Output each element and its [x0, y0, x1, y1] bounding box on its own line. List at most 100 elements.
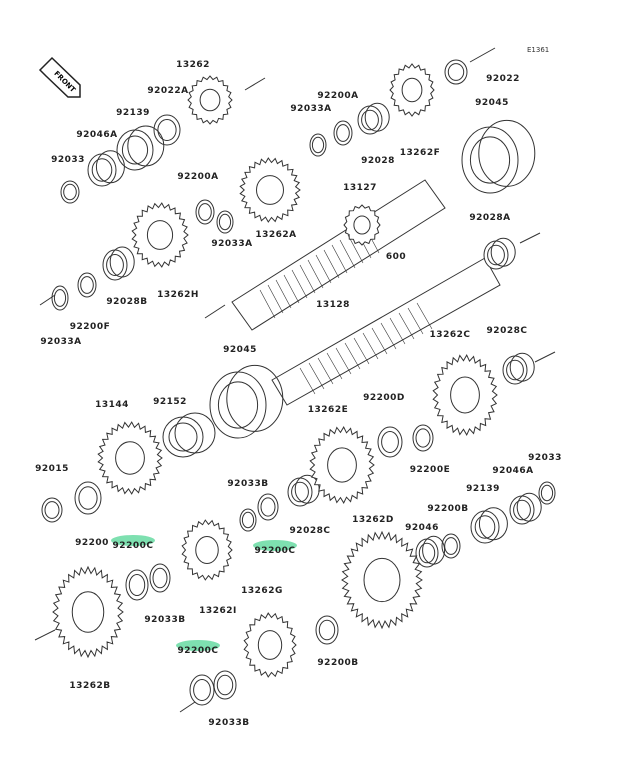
shaft-spline	[347, 234, 364, 264]
gear-bore	[115, 441, 145, 475]
part-label[interactable]: 92028C	[289, 526, 331, 536]
part-label[interactable]: 92046	[405, 523, 439, 533]
part-label[interactable]: 13144	[95, 400, 129, 410]
part-label[interactable]: 92200C	[177, 646, 219, 656]
part-label[interactable]: 92033A	[290, 104, 332, 114]
bearing-edge	[95, 150, 125, 184]
gear	[131, 202, 189, 268]
ring-inner	[152, 567, 168, 589]
ring-inner	[63, 183, 77, 201]
bearing-edge	[422, 535, 446, 565]
part-label[interactable]: 13262B	[69, 681, 111, 691]
part-label[interactable]: 13262E	[307, 405, 349, 415]
part-label[interactable]: 92200F	[69, 322, 111, 332]
part-label[interactable]: 13262A	[255, 230, 297, 240]
sleeve-inner	[474, 515, 496, 539]
bearing-inner	[91, 158, 113, 182]
part-label[interactable]: 13262C	[429, 330, 471, 340]
ring-inner	[216, 674, 234, 696]
part-label[interactable]: 92046A	[492, 466, 534, 476]
axis-arrow	[204, 304, 226, 319]
part-label[interactable]: 92022A	[147, 86, 189, 96]
part-label[interactable]: 13262D	[352, 515, 394, 525]
part-label[interactable]: 92028	[361, 156, 395, 166]
part-label[interactable]: 13262	[176, 60, 210, 70]
part-label[interactable]: 92139	[466, 484, 500, 494]
ring-inner	[381, 431, 399, 453]
shaft-spline	[353, 337, 370, 365]
diagram-code: E1361	[527, 46, 550, 54]
part-label[interactable]: 13262H	[157, 290, 199, 300]
gear-bore	[146, 220, 174, 250]
part-label[interactable]: 92022	[486, 74, 520, 84]
part-label[interactable]: 92033B	[208, 718, 250, 728]
shaft-spline	[335, 347, 352, 375]
gear-bore	[363, 557, 401, 603]
shaft-spline	[331, 244, 348, 274]
shaft-spline	[380, 322, 397, 350]
part-label[interactable]: 13128	[316, 300, 350, 310]
part-label[interactable]: 92015	[35, 464, 69, 474]
part-label[interactable]: 92200D	[363, 393, 405, 403]
part-label[interactable]: 13262F	[399, 148, 441, 158]
part-label[interactable]: 92152	[153, 397, 187, 407]
part-label[interactable]: 92033B	[144, 615, 186, 625]
shaft-spline	[259, 289, 276, 319]
part-label[interactable]: 92045	[475, 98, 509, 108]
highlight-mark	[176, 640, 220, 651]
part-label[interactable]: 92028A	[469, 213, 511, 223]
shaft-spline	[315, 254, 332, 284]
part-label[interactable]: 92045	[223, 345, 257, 355]
part-label[interactable]: 92200B	[427, 504, 469, 514]
ring-inner	[415, 428, 431, 448]
highlight-mark	[253, 540, 297, 551]
ring-inner	[241, 511, 255, 529]
shaft-spline	[398, 312, 415, 340]
part-label[interactable]: 13262G	[241, 586, 283, 596]
ring-inner	[447, 63, 465, 81]
shaft-spline	[389, 317, 406, 345]
bearing-inner	[506, 359, 524, 381]
gear	[343, 204, 381, 246]
shaft-spline	[323, 249, 340, 279]
bearing-edge	[109, 246, 135, 278]
shaft-spline	[407, 307, 424, 335]
part-label[interactable]: 92139	[116, 108, 150, 118]
part-label[interactable]: 92033A	[211, 239, 253, 249]
gear	[389, 63, 435, 117]
gear-bore	[450, 376, 480, 414]
sleeve-edge	[490, 237, 516, 267]
ring-inner	[193, 679, 211, 701]
gear-bore	[71, 591, 105, 633]
part-label[interactable]: 92200B	[317, 658, 359, 668]
part-label[interactable]: 92028C	[486, 326, 528, 336]
gear	[52, 565, 124, 659]
part-label[interactable]: 92200C	[112, 541, 154, 551]
part-label[interactable]: 92200	[75, 538, 109, 548]
part-label[interactable]: 92200A	[317, 91, 359, 101]
bearing-inner	[513, 499, 531, 521]
part-label[interactable]: 92200A	[177, 172, 219, 182]
part-label[interactable]: 92046A	[76, 130, 118, 140]
part-label[interactable]: 13262I	[199, 606, 237, 616]
axis-arrow	[519, 232, 541, 244]
part-label[interactable]: 92028B	[106, 297, 148, 307]
part-label[interactable]: 13127	[343, 183, 377, 193]
part-label[interactable]: 92033A	[40, 337, 82, 347]
sleeve-inner	[361, 109, 379, 131]
part-label[interactable]: 92200C	[254, 546, 296, 556]
sleeve-edge	[364, 102, 390, 132]
nut-inner	[44, 501, 60, 519]
gear	[243, 612, 297, 678]
gear	[97, 421, 163, 495]
part-label[interactable]: 92033	[528, 453, 562, 463]
part-label[interactable]: 92200E	[409, 465, 451, 475]
part-label[interactable]: 600	[385, 252, 407, 262]
sleeve-edge	[478, 507, 508, 541]
sleeve-edge	[174, 412, 216, 454]
part-label[interactable]: 92033	[51, 155, 85, 165]
part-label[interactable]: 92033B	[227, 479, 269, 489]
axis-arrow	[39, 294, 56, 306]
shaft-spline	[362, 332, 379, 360]
ring-inner	[318, 619, 336, 641]
